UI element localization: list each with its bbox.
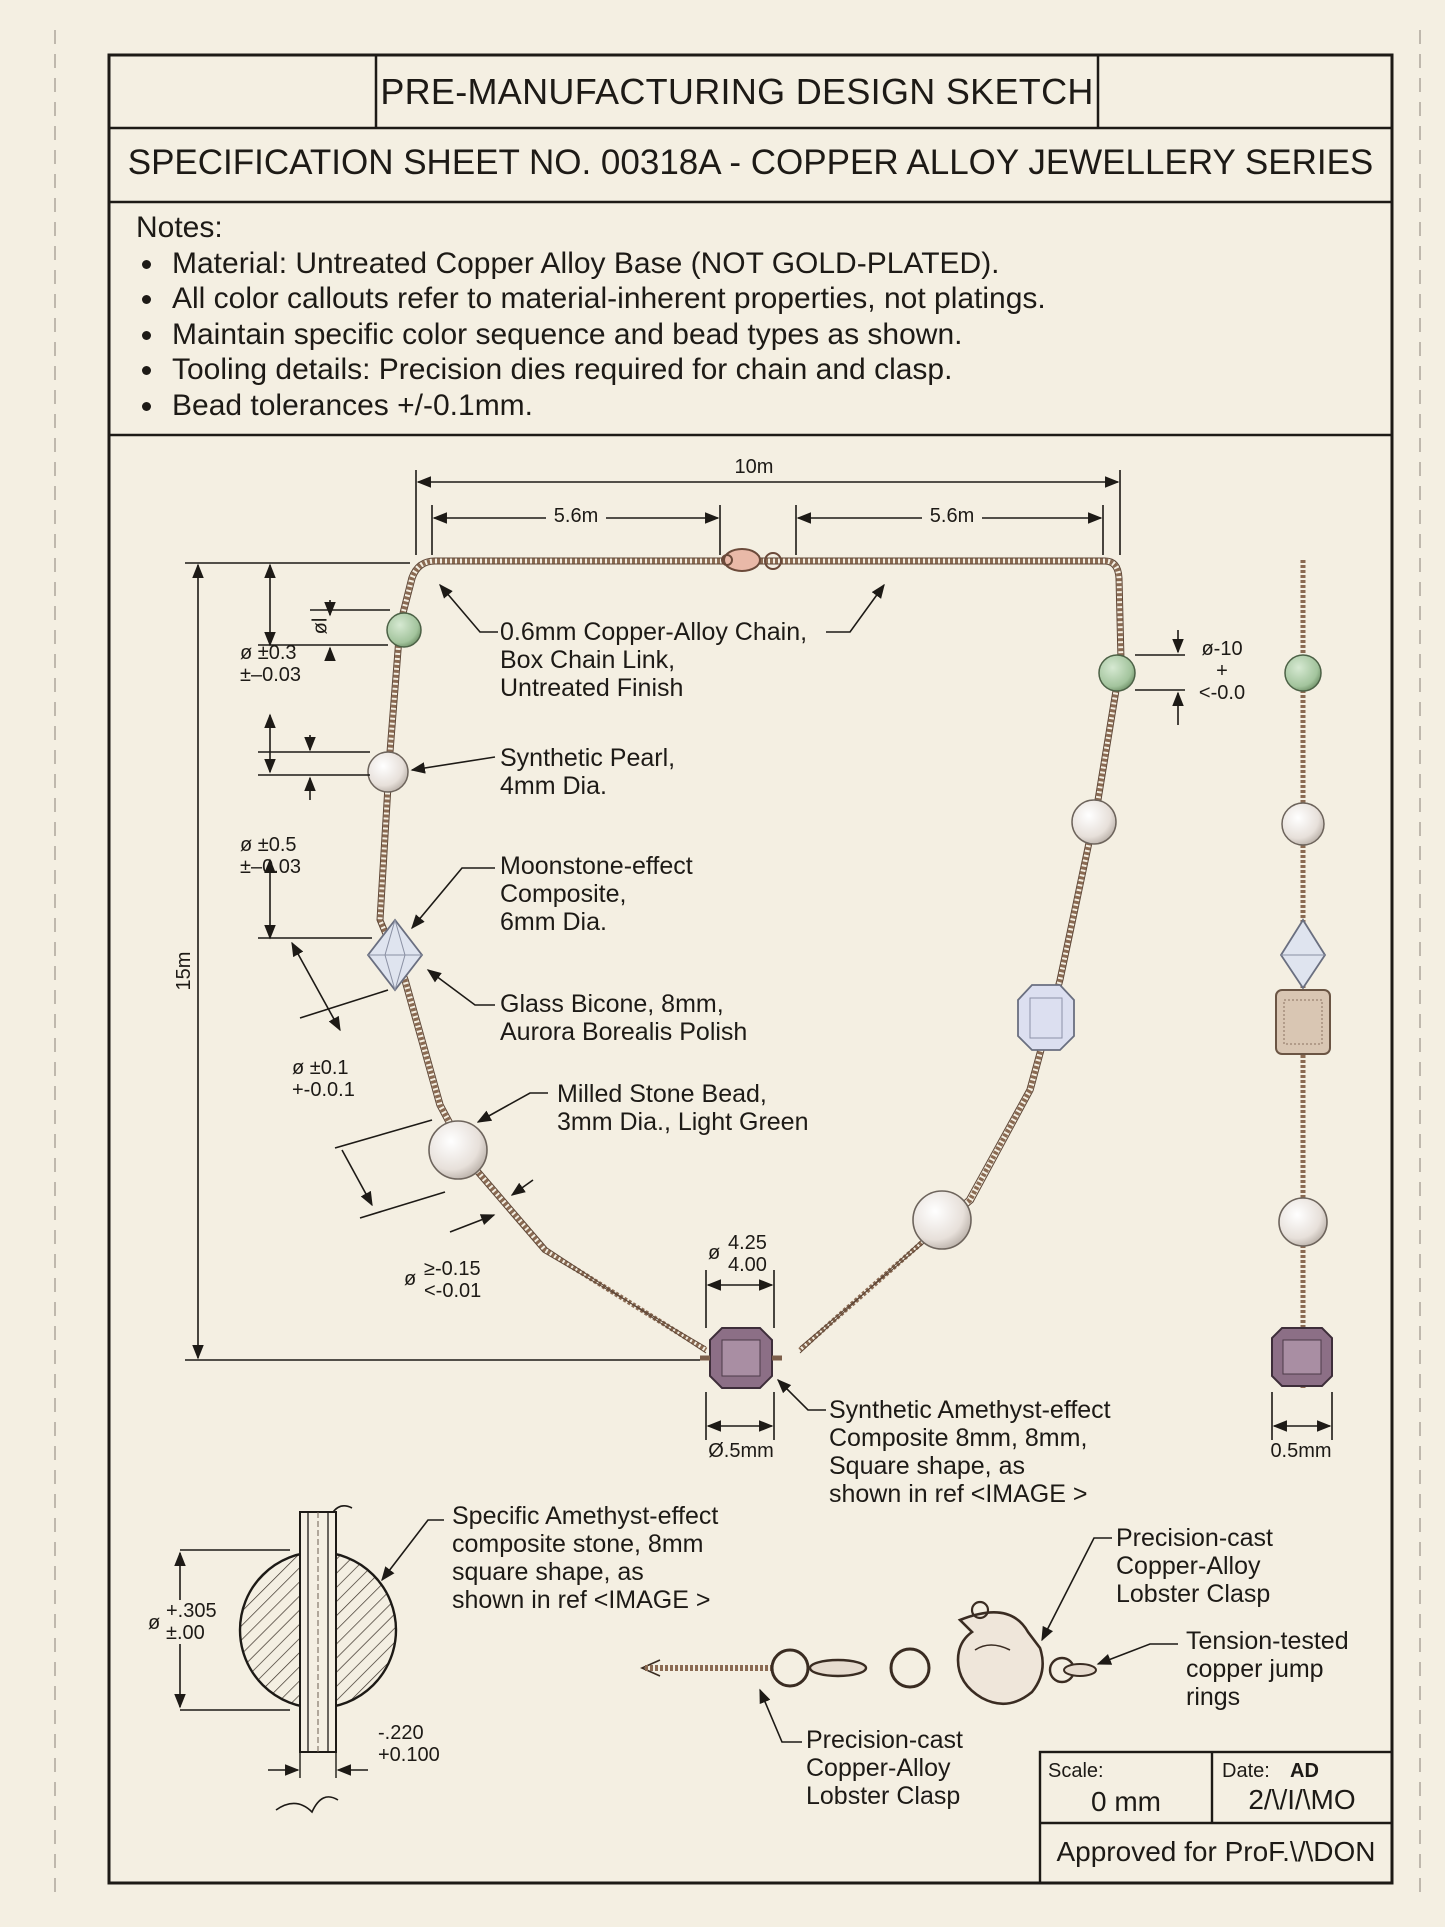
leader-lines bbox=[381, 583, 1178, 1743]
dim-half-left: 5.6m bbox=[546, 505, 606, 527]
dim-small-dia: øl bbox=[309, 617, 332, 635]
bead-crystal-right bbox=[1017, 984, 1075, 1051]
dim-center-bottom: Ø.5mm bbox=[708, 1440, 774, 1462]
note-item: Maintain specific color sequence and bea… bbox=[166, 317, 1376, 353]
dim-tol-top-left: ø ±0.3 ±–0.03 bbox=[240, 642, 302, 686]
dim-tol-bottom-left-sym: ø bbox=[404, 1268, 417, 1290]
callout-chain: 0.6mm Copper-Alloy Chain, Box Chain Link… bbox=[500, 618, 808, 702]
notes-section: Notes: Material: Untreated Copper Alloy … bbox=[136, 210, 1376, 423]
page-title: PRE-MANUFACTURING DESIGN SKETCH bbox=[380, 71, 1094, 112]
note-item: Bead tolerances +/-0.1mm. bbox=[166, 388, 1376, 424]
dim-total-width: 10m bbox=[726, 456, 782, 478]
callout-moonstone: Moonstone-effect Composite, 6mm Dia. bbox=[500, 852, 693, 936]
date-value: 2/\/I/\MO bbox=[1248, 1784, 1356, 1815]
callout-clasp-bottom: Precision-cast Copper-Alloy Lobster Clas… bbox=[806, 1726, 963, 1810]
bead-pearl-left bbox=[367, 751, 409, 793]
dim-tol-low-left: ø ±0.1 +-0.0.1 bbox=[292, 1057, 355, 1101]
clasp-detail bbox=[640, 1600, 1097, 1706]
spec-sheet-subtitle: SPECIFICATION SHEET NO. 00318A - COPPER … bbox=[127, 143, 1374, 182]
bead-cross-section bbox=[174, 1505, 398, 1814]
dim-section-width: -.220 +0.100 bbox=[378, 1722, 440, 1766]
dim-tol-right: ø-10 + <-0.0 bbox=[1198, 638, 1246, 704]
necklace-top-clasp bbox=[721, 548, 782, 572]
dimension-lines bbox=[185, 470, 1333, 1440]
bead-pearl-large-right bbox=[912, 1190, 972, 1250]
dim-section-dia-sym: ø bbox=[148, 1612, 161, 1634]
notes-heading: Notes: bbox=[136, 211, 223, 244]
dim-half-right: 5.6m bbox=[922, 505, 982, 527]
callout-amethyst: Synthetic Amethyst-effect Composite 8mm,… bbox=[829, 1396, 1111, 1508]
callout-section: Specific Amethyst-effect composite stone… bbox=[452, 1502, 719, 1614]
dim-center-top-sym: ø bbox=[708, 1242, 721, 1264]
callout-milled-stone: Milled Stone Bead, 3mm Dia., Light Green bbox=[557, 1080, 809, 1136]
callout-jump-rings: Tension-tested copper jump rings bbox=[1186, 1627, 1349, 1711]
bead-amethyst-center bbox=[700, 1327, 782, 1389]
dim-side-bottom: 0.5mm bbox=[1270, 1440, 1332, 1462]
bead-green-left bbox=[386, 612, 422, 648]
callout-bicone: Glass Bicone, 8mm, Aurora Borealis Polis… bbox=[500, 990, 748, 1046]
bead-green-right bbox=[1098, 654, 1136, 692]
bead-bicone-left bbox=[366, 918, 424, 992]
note-item: All color callouts refer to material-inh… bbox=[166, 281, 1376, 317]
date-mark: AD bbox=[1290, 1760, 1319, 1782]
note-item: Tooling details: Precision dies required… bbox=[166, 352, 1376, 388]
date-label: Date: bbox=[1222, 1760, 1270, 1782]
scale-label: Scale: bbox=[1048, 1760, 1104, 1782]
outer-frame bbox=[107, 53, 1394, 1885]
dim-section-dia: +.305 ±.00 bbox=[166, 1600, 236, 1644]
dim-tol-bottom-left: ≥-0.15 <-0.01 bbox=[424, 1258, 482, 1302]
dim-center-top: 4.25 4.00 bbox=[728, 1232, 767, 1276]
dim-tol-mid-left: ø ±0.5 ±–0.03 bbox=[240, 834, 302, 878]
note-item: Material: Untreated Copper Alloy Base (N… bbox=[166, 246, 1376, 282]
callout-pearl: Synthetic Pearl, 4mm Dia. bbox=[500, 744, 676, 800]
callout-clasp-top: Precision-cast Copper-Alloy Lobster Clas… bbox=[1116, 1524, 1273, 1608]
scale-value: 0 mm bbox=[1091, 1786, 1161, 1817]
side-view-strand bbox=[1271, 560, 1333, 1390]
title-block-frame bbox=[1038, 1750, 1394, 1885]
bead-pearl-right bbox=[1071, 799, 1117, 845]
notes-list: Material: Untreated Copper Alloy Base (N… bbox=[136, 246, 1376, 424]
bead-pearl-large-left bbox=[428, 1120, 488, 1180]
dim-height: 15m bbox=[173, 951, 195, 991]
approval-stamp: Approved for ProF.\/\DON bbox=[1056, 1836, 1376, 1867]
